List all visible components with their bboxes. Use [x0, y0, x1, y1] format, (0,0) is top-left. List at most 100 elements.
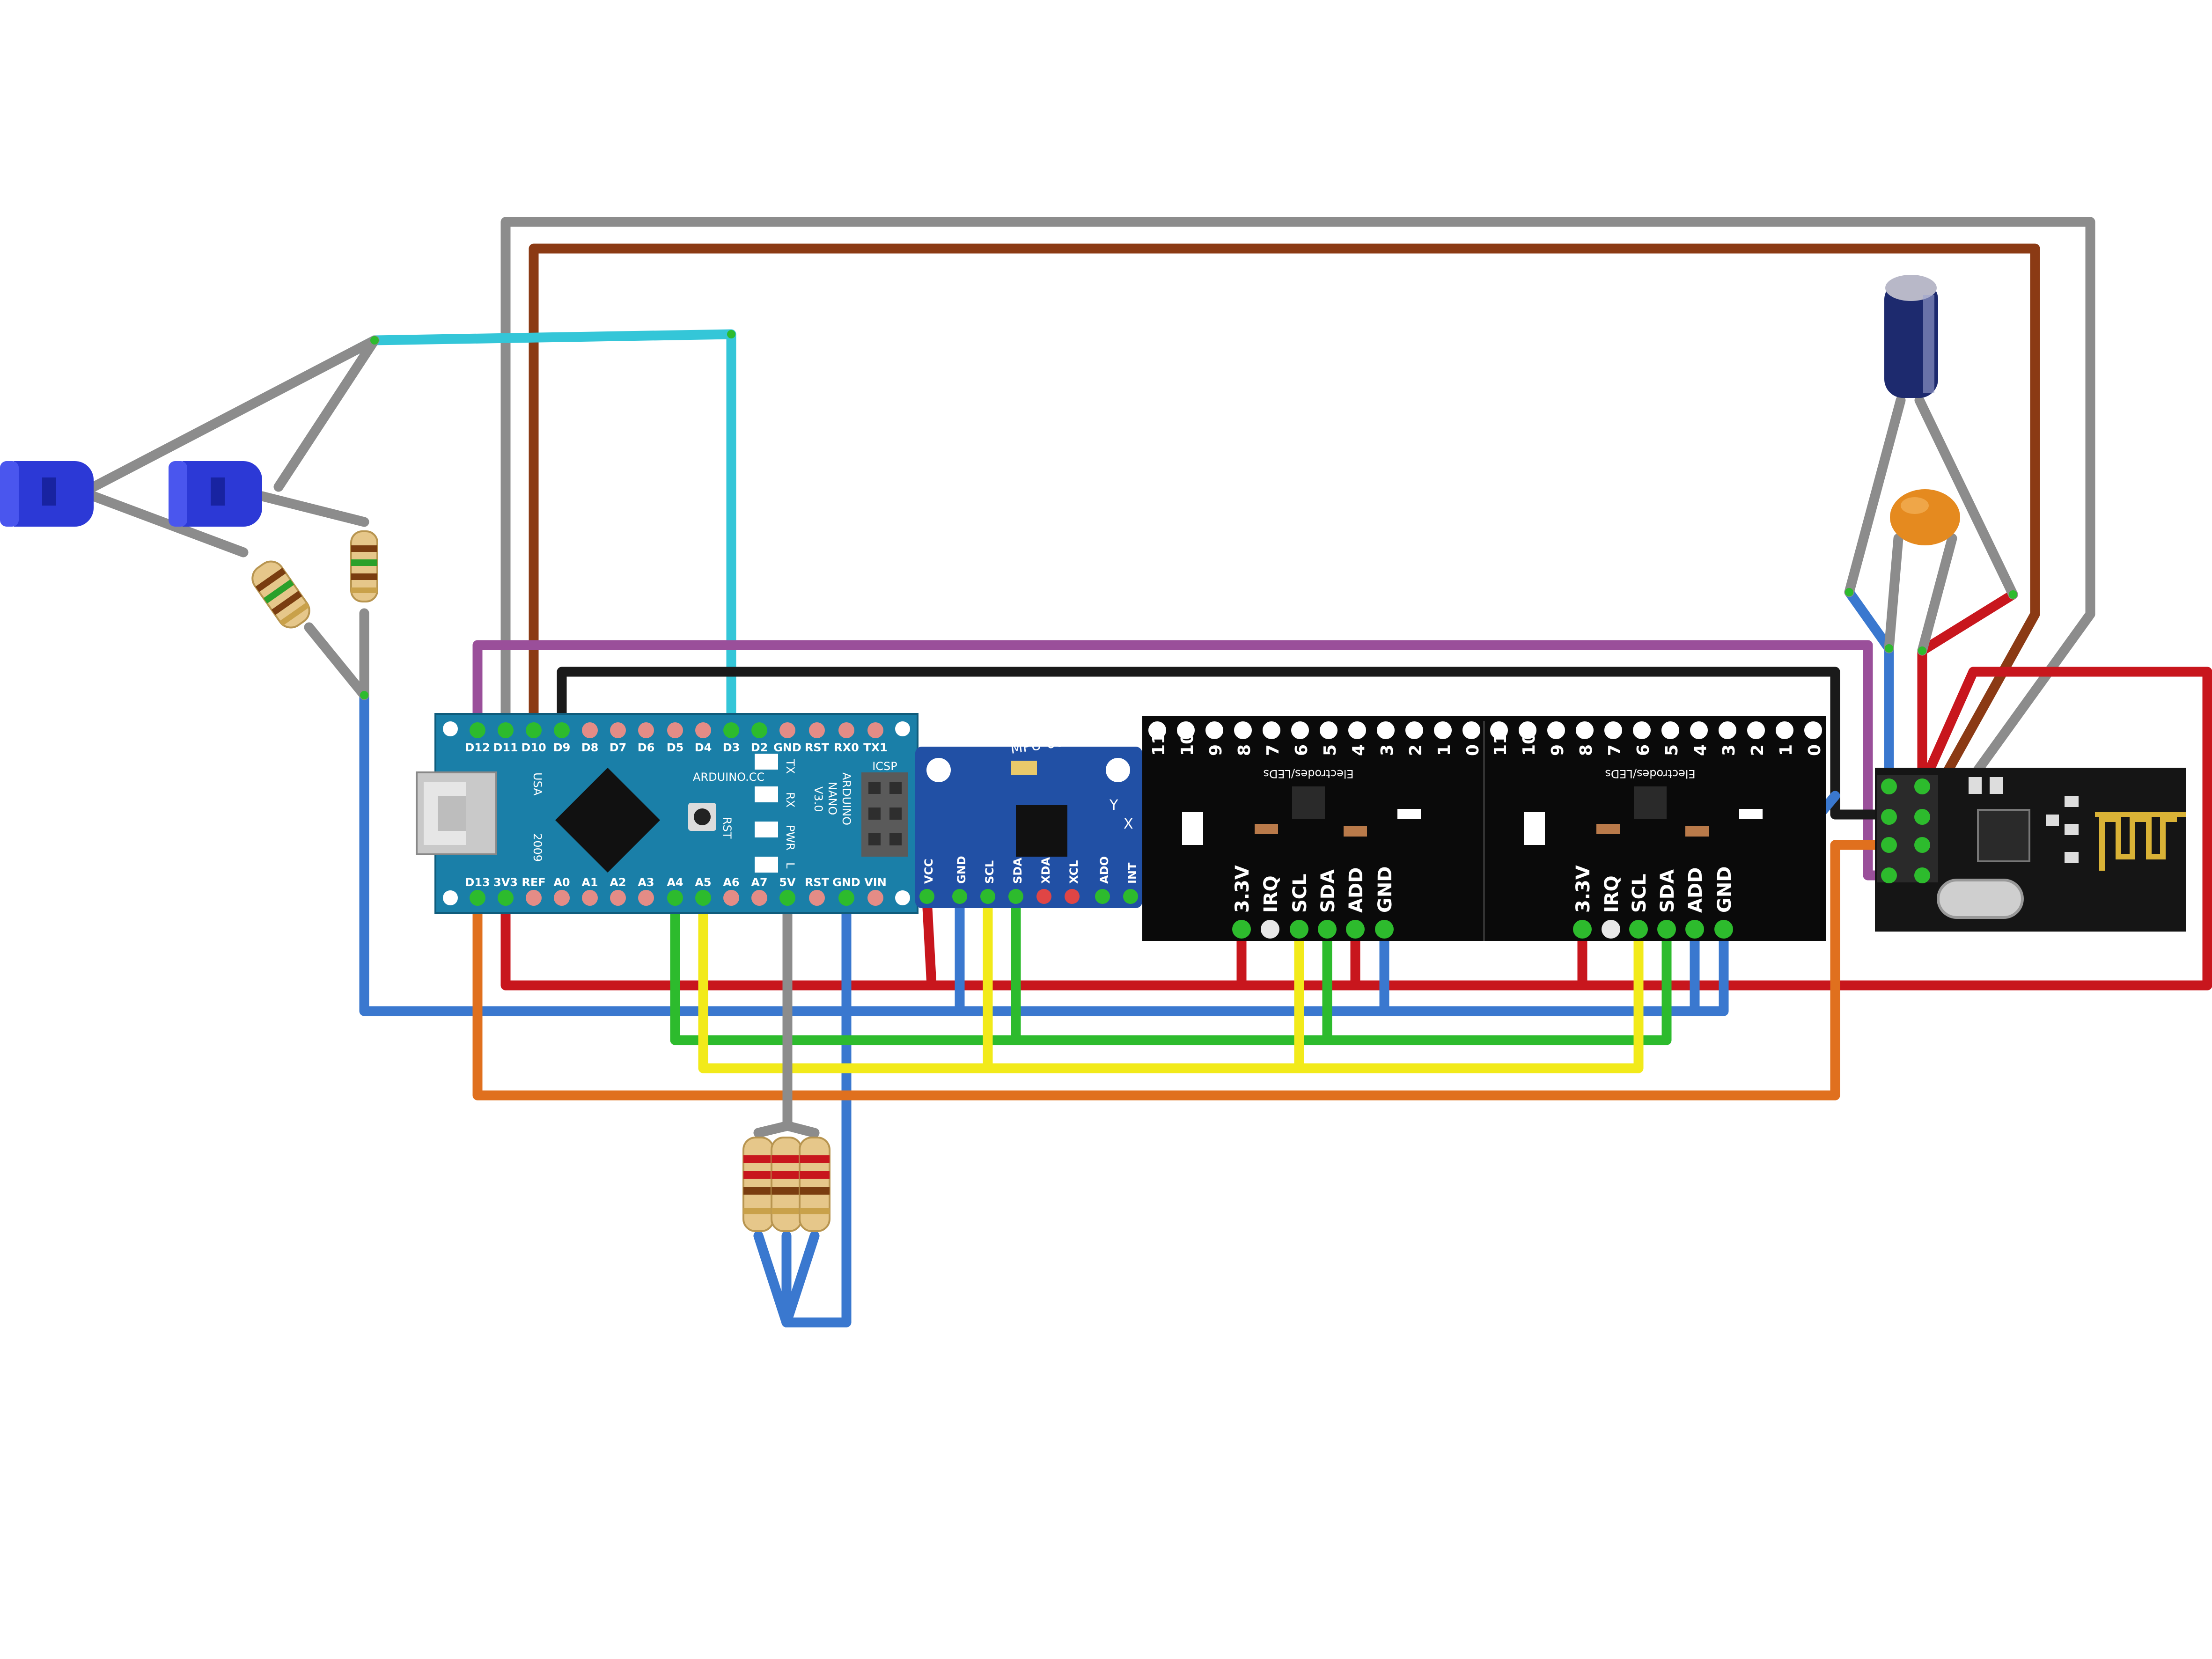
wire-gray-cap4 [1917, 533, 1957, 656]
mpr-left-num: 5 [1321, 744, 1340, 756]
mpu-pin-label: ADO [1098, 856, 1111, 884]
mpr-right-num: 8 [1577, 744, 1596, 756]
arduino-top-pin-label: D10 [521, 741, 546, 754]
arduino-top-pin-label: D9 [553, 741, 571, 754]
mpr-right-pin-label: IRQ [1601, 875, 1623, 913]
arduino-top-pin-label: GND [773, 741, 801, 754]
wire-junctions [360, 330, 2017, 699]
arduino-top-pin-label: D7 [610, 741, 627, 754]
arduino-bottom-pin-label: VIN [864, 876, 887, 889]
arduino-bottom-pin-label: A4 [667, 876, 683, 889]
arduino-top-pin-label: D8 [581, 741, 599, 754]
mpr121-board-right: 11 10 9 8 7 6 5 4 3 2 1 0 Electrodes/LED… [1483, 716, 1826, 941]
arduino-nano: D12 D11 D10 D9 D8 D7 D6 D5 D4 D3 D2 GND … [416, 713, 919, 914]
electrolytic-capacitor [1884, 275, 1938, 398]
mpu-pin-label: XCL [1067, 860, 1080, 884]
arduino-top-pin-label: D6 [638, 741, 655, 754]
arduino-bottom-pin-label: A0 [553, 876, 570, 889]
mpr-left-num: 10 [1178, 733, 1197, 756]
arduino-rst-label: RST [720, 817, 734, 839]
mpr-left-pin-label: GND [1374, 866, 1396, 913]
mpu-pin-label: SDA [1011, 858, 1024, 884]
mpr-right-pin-label: SDA [1657, 869, 1678, 913]
mpr-right-num: 3 [1720, 744, 1739, 756]
resistor-led-b [350, 530, 378, 602]
mpr-left-pin-label: ADD [1345, 867, 1367, 913]
mpr-right-num: 9 [1548, 744, 1567, 756]
arduino-model-line: ARDUINO [840, 772, 853, 825]
mpr-left-pins [1232, 920, 1394, 939]
mpr-right-pin-label: 3.3V [1573, 865, 1594, 913]
wire-gray-5v-b [782, 1121, 820, 1138]
mpr-left-pin-label: SDA [1317, 869, 1339, 913]
mpr-left-pin-label: IRQ [1260, 875, 1282, 913]
arduino-bottom-pin-label: A2 [610, 876, 626, 889]
arduino-usa-label: USA [531, 772, 544, 796]
led-blue-1 [0, 461, 94, 527]
arduino-bottom-pin-label: A5 [695, 876, 711, 889]
wire-orange [472, 840, 1894, 1101]
mpr-right-num: 0 [1805, 744, 1824, 756]
wire-blue-ground [359, 690, 1729, 1016]
resistor-bank [742, 1137, 830, 1232]
wire-brown-top [529, 243, 2040, 822]
mpr-left-pin-label: 3.3V [1232, 865, 1253, 913]
mpu6050-module: MPU-6050 ITG/MPU Y X VCC GND SCL SDA XDA… [915, 722, 1146, 908]
arduino-top-pin-label: D12 [465, 741, 490, 754]
arduino-bottom-pin-label: REF [522, 876, 545, 889]
mpr-right-pin-label: GND [1714, 866, 1735, 913]
arduino-top-pin-label: D5 [667, 741, 684, 754]
mpr-left-num: 1 [1435, 744, 1454, 756]
ceramic-capacitor [1890, 489, 1960, 545]
mpr-left-num: 2 [1406, 744, 1426, 756]
mpr-left-header-holes [1146, 719, 1483, 742]
resistor-led-a [251, 560, 310, 629]
atmega-chip [555, 768, 660, 873]
mpu-axis-y: Y [1109, 797, 1118, 814]
mpr-right-num: 7 [1605, 744, 1624, 756]
mpr-left-caption: Electrodes/LEDs [1263, 767, 1353, 780]
arduino-brand: ARDUINO.CC [693, 771, 764, 784]
nrf24l01-module [1875, 768, 2186, 932]
arduino-icsp-label: ICSP [872, 760, 897, 773]
mpr-right-num: 11 [1491, 733, 1510, 756]
wire-green-sda [670, 895, 1672, 1045]
arduino-top-pin-label: D4 [695, 741, 712, 754]
arduino-top-pin-label: D3 [723, 741, 740, 754]
arduino-bottom-pin-label: 3V3 [493, 876, 518, 889]
wire-blue-res3 [781, 1231, 820, 1328]
wire-gray-cap2 [1914, 395, 2018, 600]
arduino-led-label: RX [784, 792, 797, 807]
mpu-pin-label: SCL [983, 860, 996, 884]
mpr-right-caption: Electrodes/LEDs [1605, 767, 1695, 780]
arduino-top-pins [470, 722, 883, 738]
mpu-pin-label: GND [955, 856, 968, 884]
arduino-bottom-pin-label: RST [805, 876, 830, 889]
mpu-pin-label: INT [1126, 862, 1139, 884]
wire-red-right [500, 667, 2212, 991]
arduino-top-pin-label: RST [805, 741, 830, 754]
mpr-right-num: 5 [1662, 744, 1682, 756]
mpr-left-num: 6 [1292, 744, 1311, 756]
arduino-top-pin-label: D11 [493, 741, 518, 754]
mpr-right-header-holes [1487, 719, 1825, 742]
wire-gray-led3 [257, 491, 369, 527]
wire-black [557, 667, 1894, 820]
mpu-pin-label: VCC [922, 859, 935, 884]
arduino-led-label: TX [784, 759, 797, 774]
mpr-left-num: 11 [1149, 733, 1168, 756]
arduino-bottom-pin-label: GND [832, 876, 860, 889]
arduino-bottom-pins [470, 890, 883, 906]
wire-yellow-scl [698, 895, 1644, 1073]
mpr-left-num: 4 [1349, 744, 1368, 756]
arduino-bottom-pin-label: D13 [465, 876, 490, 889]
arduino-model-line: V3.0 [812, 786, 825, 812]
arduino-year-label: 2009 [531, 833, 544, 862]
arduino-top-pin-label: D2 [751, 741, 768, 754]
mpr-right-num: 2 [1748, 744, 1767, 756]
led-blue-2 [169, 461, 262, 527]
arduino-model-line: NANO [826, 782, 839, 815]
wire-gray-cap1 [1844, 395, 1906, 597]
arduino-bottom-pin-label: A6 [723, 876, 739, 889]
